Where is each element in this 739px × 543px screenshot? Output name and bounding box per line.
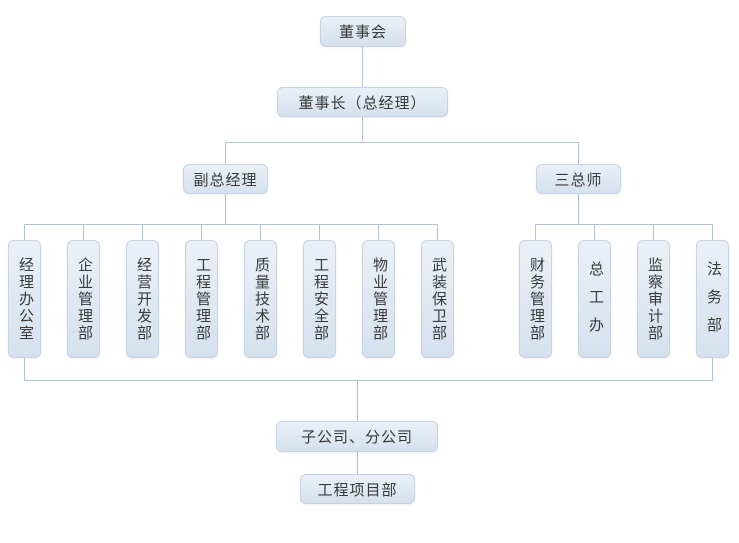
node-dept-legal: 法务部: [696, 240, 729, 358]
node-dept-chief-engineer-office: 总工办: [578, 240, 611, 358]
node-dept-quality-tech: 质量技术部: [244, 240, 277, 358]
node-dept-armed-security: 武装保卫部: [421, 240, 454, 358]
node-dept-finance-mgmt: 财务管理部: [519, 240, 552, 358]
node-dept-business-dev: 经营开发部: [126, 240, 159, 358]
node-three-chiefs: 三总师: [536, 164, 621, 194]
node-board: 董事会: [320, 16, 406, 47]
node-dept-engineering-safety: 工程安全部: [303, 240, 336, 358]
node-dept-manager-office: 经理办公室: [8, 240, 41, 358]
node-dept-enterprise-mgmt: 企业管理部: [67, 240, 100, 358]
node-chairman: 董事长（总经理）: [277, 87, 448, 117]
node-dept-engineering-mgmt: 工程管理部: [185, 240, 218, 358]
node-project-dept: 工程项目部: [300, 474, 415, 504]
node-subsidiaries: 子公司、分公司: [276, 421, 438, 452]
node-dept-supervision-audit: 监察审计部: [637, 240, 670, 358]
node-deputy-gm: 副总经理: [183, 164, 268, 194]
node-dept-property-mgmt: 物业管理部: [362, 240, 395, 358]
